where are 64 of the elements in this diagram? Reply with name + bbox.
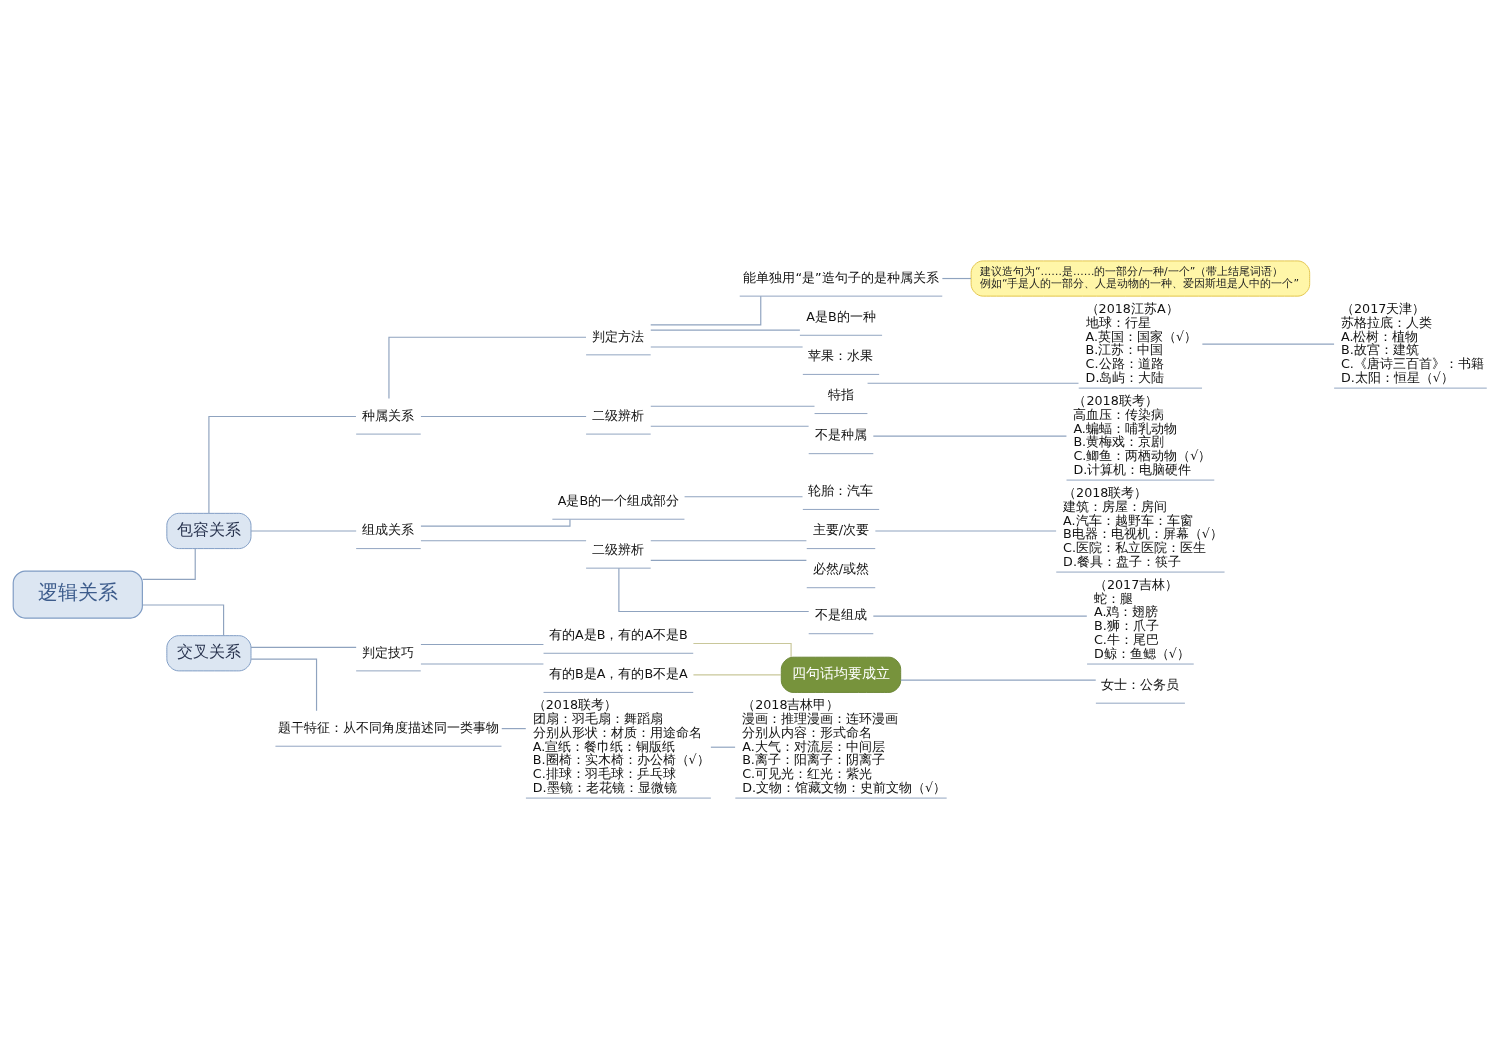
- connector: [501, 728, 527, 730]
- connector: [142, 604, 225, 637]
- node-text: 主要/次要: [812, 522, 870, 538]
- node-text: 二级辨析: [592, 407, 645, 423]
- node-box: 交叉关系: [166, 635, 252, 672]
- node-text: 能单独用“是”造句子的是种属关系: [743, 269, 939, 285]
- connector: [208, 415, 357, 514]
- node-text: A是B的一个组成部分: [557, 492, 680, 508]
- node-box: 建议造句为“……是……的一部分/一种/一个”（带上结尾词语） 例如“手是人的一部分、人是动物的一种、爱因斯坦是人中的一个”: [970, 260, 1311, 297]
- node-text: 必然/或然: [812, 561, 870, 577]
- connector: [420, 518, 571, 527]
- connector: [250, 530, 357, 532]
- node-text: （2018联考） 高血压：传染病 A.蝙蝠：哺乳动物 B.黄梅戏：京剧 C.鲫鱼：两栖动物（√） D.计算机：电脑硬件: [1073, 393, 1212, 477]
- connector: [250, 646, 357, 648]
- connector: [867, 382, 1080, 384]
- node-text: （2017天津） 苏格拉底：人类 A.松树：植物 B.故宫：建筑 C.《唐诗三百首》：书籍 D.太阳：恒星（√）: [1340, 301, 1484, 385]
- connector: [420, 643, 544, 646]
- node-text: 二级辨析: [592, 541, 645, 557]
- connector: [250, 658, 318, 712]
- node-text: （2018联考） 建筑：房屋：房间 A.汽车：越野车：车窗 B电器：电视机：屏幕（√） C.医院：私立医院：医生 D.餐具：盘子：筷子: [1063, 485, 1223, 569]
- connector: [650, 405, 816, 407]
- connector: [692, 642, 792, 658]
- connector: [650, 346, 804, 348]
- connector: [650, 559, 807, 561]
- node-text: （2018吉林甲） 漫画：推理漫画：连环漫画 分别从内容：形式命名 A.大气：对流层：中间层 B.离子：阳离子：阴离子 C.可见光：红光：紫光 D.文物：馆藏文物：史前文物（√）: [742, 697, 947, 795]
- node-text: （2017吉林） 蛇：腿 A.鸡：翅膀 B.狮：爪子 C.牛：尾巴 D鲸：鱼鳃（√）: [1093, 577, 1190, 661]
- connector: [941, 277, 972, 280]
- connector: [874, 530, 1057, 532]
- connector: [388, 336, 587, 400]
- node-text: 不是种属: [815, 427, 867, 443]
- node-box: 包容关系: [166, 512, 252, 550]
- connector: [142, 548, 196, 580]
- node-text: 判定方法: [592, 328, 645, 344]
- connector: [710, 746, 736, 748]
- connector: [900, 679, 1097, 681]
- node-text: 判定技巧: [362, 644, 415, 660]
- node-text: 有的A是B，有的A不是B: [548, 626, 688, 642]
- node-text: 特指: [828, 387, 854, 403]
- node-box: 逻辑关系: [12, 570, 143, 619]
- node-text: 有的B是A，有的B不是A: [548, 666, 688, 682]
- node-box: 四句话均要成立: [780, 656, 902, 693]
- connector: [650, 425, 810, 427]
- node-text: （2018江苏A） 地球：行星 A.英国：国家（√） B.江苏：中国 C.公路：道路 D.岛屿：大陆: [1085, 301, 1198, 385]
- node-text: 不是组成: [815, 607, 867, 623]
- connector: [650, 540, 807, 542]
- node-text: 题干特征：从不同角度描述同一类事物: [277, 719, 499, 735]
- node-text: A是B的一种: [806, 308, 876, 324]
- connector: [872, 435, 1067, 437]
- node-text: 女士：公务员: [1101, 676, 1180, 692]
- connector: [650, 329, 801, 331]
- node-text: 苹果：水果: [808, 348, 874, 364]
- connector: [420, 663, 544, 665]
- node-text: 轮胎：汽车: [808, 483, 874, 499]
- connector: [872, 615, 1088, 617]
- connector: [692, 674, 782, 676]
- connector: [1201, 343, 1335, 345]
- node-text: 种属关系: [362, 407, 415, 423]
- connector: [684, 496, 804, 498]
- connector: [420, 540, 587, 542]
- node-text: 组成关系: [362, 522, 415, 538]
- connector: [420, 415, 587, 418]
- connector: [650, 295, 762, 326]
- connector: [618, 567, 810, 613]
- node-text: （2018联考） 团扇：羽毛扇：舞蹈扇 分别从形状：材质：用途命名 A.宣纸：餐巾纸：铜版纸 B.圈椅：实木椅：办公椅（√） C.排球：羽毛球：乒乓球 D.墨镜：老花镜：显微镜: [532, 697, 710, 795]
